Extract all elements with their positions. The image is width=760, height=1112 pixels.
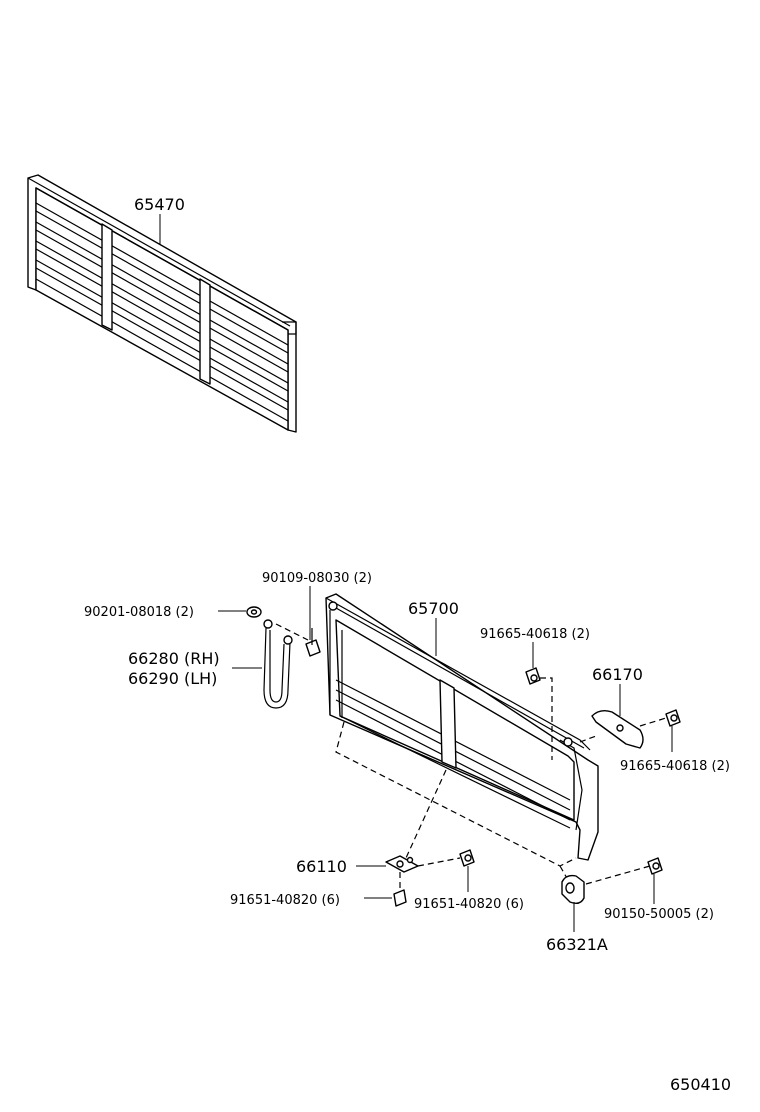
label-66170: 66170 bbox=[592, 665, 643, 684]
label-91651-left: 91651-40820 (6) bbox=[230, 893, 340, 908]
label-91651-right: 91651-40820 (6) bbox=[414, 897, 524, 912]
bolt-91651-right bbox=[459, 849, 475, 867]
panel-65470 bbox=[27, 174, 297, 433]
label-65470: 65470 bbox=[134, 195, 185, 214]
label-90201: 90201-08018 (2) bbox=[84, 605, 194, 620]
diagram-code: 650410 bbox=[670, 1075, 731, 1094]
label-65700: 65700 bbox=[408, 599, 459, 618]
bolt-91651-left bbox=[393, 889, 407, 907]
hinge-66110 bbox=[385, 855, 419, 873]
label-91665-upper: 91665-40618 (2) bbox=[480, 627, 590, 642]
label-66110: 66110 bbox=[296, 857, 347, 876]
latch-66170 bbox=[591, 709, 644, 749]
label-91665-right: 91665-40618 (2) bbox=[620, 759, 730, 774]
label-90109: 90109-08030 (2) bbox=[262, 571, 372, 586]
tailgate-65700 bbox=[325, 593, 599, 861]
stopper-66321a bbox=[561, 874, 585, 905]
label-66280: 66280 (RH) bbox=[128, 649, 220, 668]
screw-91665-upper bbox=[525, 667, 541, 685]
bolt-90150 bbox=[647, 857, 663, 875]
washer-90201 bbox=[246, 606, 262, 618]
label-90150: 90150-50005 (2) bbox=[604, 907, 714, 922]
label-66321a: 66321A bbox=[546, 935, 608, 954]
support-cable bbox=[263, 619, 293, 709]
bolt-90109 bbox=[305, 628, 321, 657]
screw-91665-right bbox=[665, 709, 681, 727]
label-66290: 66290 (LH) bbox=[128, 669, 217, 688]
